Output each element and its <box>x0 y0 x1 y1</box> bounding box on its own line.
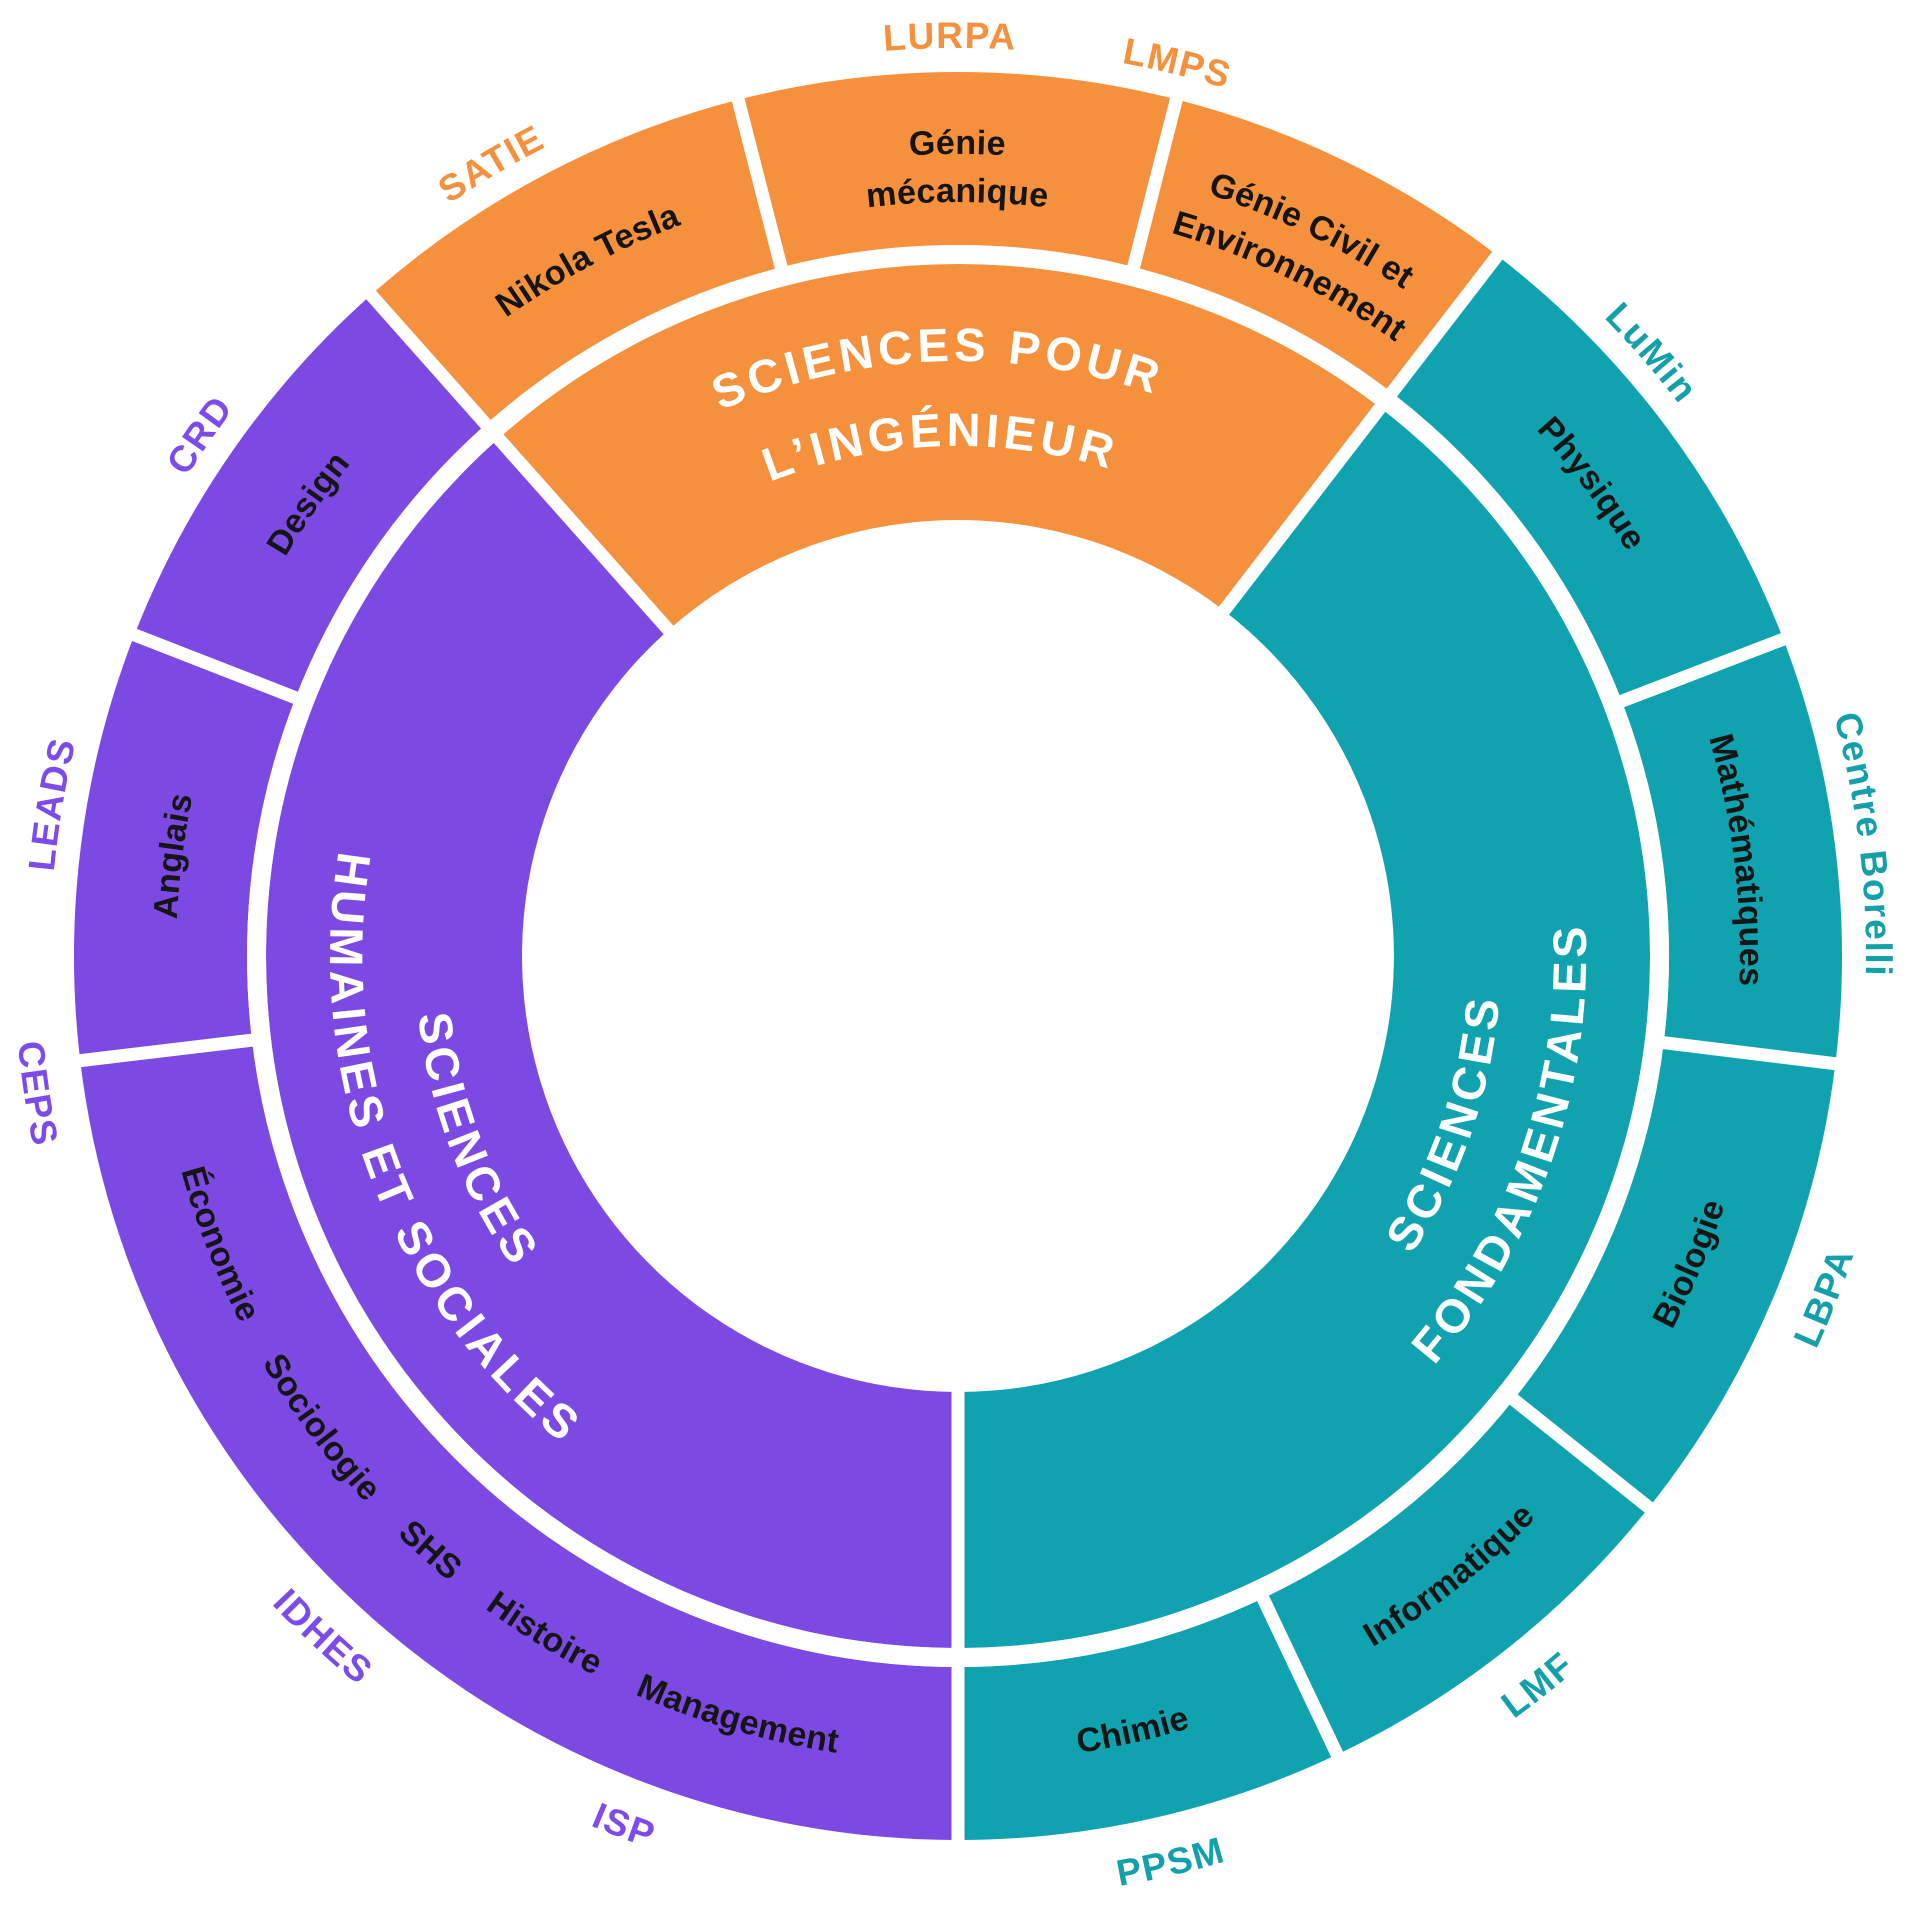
lab-acronym: PPSM <box>1113 1829 1229 1894</box>
lab-acronym: LMPS <box>1120 30 1237 96</box>
sector-boundary <box>124 625 306 707</box>
lab-acronym: CEPS <box>10 1039 66 1150</box>
sector-outer-segment <box>1513 1042 1836 1508</box>
lab-acronym: LURPA <box>882 15 1018 59</box>
sector-boundary <box>729 90 790 277</box>
lab-acronym: LMF <box>1494 1644 1582 1726</box>
sector-outer-segment <box>134 294 486 698</box>
sector-outer-segment <box>958 1598 1338 1840</box>
segment-label: mécanique <box>864 172 1050 215</box>
wheel-fills <box>73 72 1842 1841</box>
sector-boundary <box>1654 1035 1845 1072</box>
sector-outer-segment <box>1621 639 1842 1064</box>
sector-inner-arc-sciences-pour-l-ingenieur <box>498 263 1381 630</box>
sector-outer-segment <box>80 1040 958 1841</box>
sector-outer-segment <box>1133 99 1498 393</box>
sector-outer-segment <box>738 72 1177 268</box>
sector-boundary <box>1611 630 1794 711</box>
sector-outer-segment <box>1391 255 1784 702</box>
sector-boundary <box>1125 90 1185 277</box>
sector-boundary <box>360 284 678 639</box>
sector-boundary <box>1503 1389 1660 1518</box>
lab-acronym: LEADS <box>21 734 84 873</box>
sector-inner-arc-sciences-humaines-et-sociales <box>266 438 958 1648</box>
sector-boundary <box>71 1032 261 1069</box>
sector-inner-arc-sciences-fondamentales <box>958 407 1651 1649</box>
sector-outer-segment <box>371 99 782 425</box>
sector-boundary <box>1215 245 1508 620</box>
lab-acronym: ISP <box>587 1795 661 1856</box>
lab-acronym: LBPA <box>1786 1242 1862 1353</box>
wheel-gaps <box>71 90 1845 1848</box>
sector-outer-segment <box>73 634 296 1061</box>
sector-outer-segment <box>1263 1399 1649 1755</box>
segment-label: Génie <box>908 124 1007 163</box>
sector-boundary <box>1253 1588 1347 1765</box>
